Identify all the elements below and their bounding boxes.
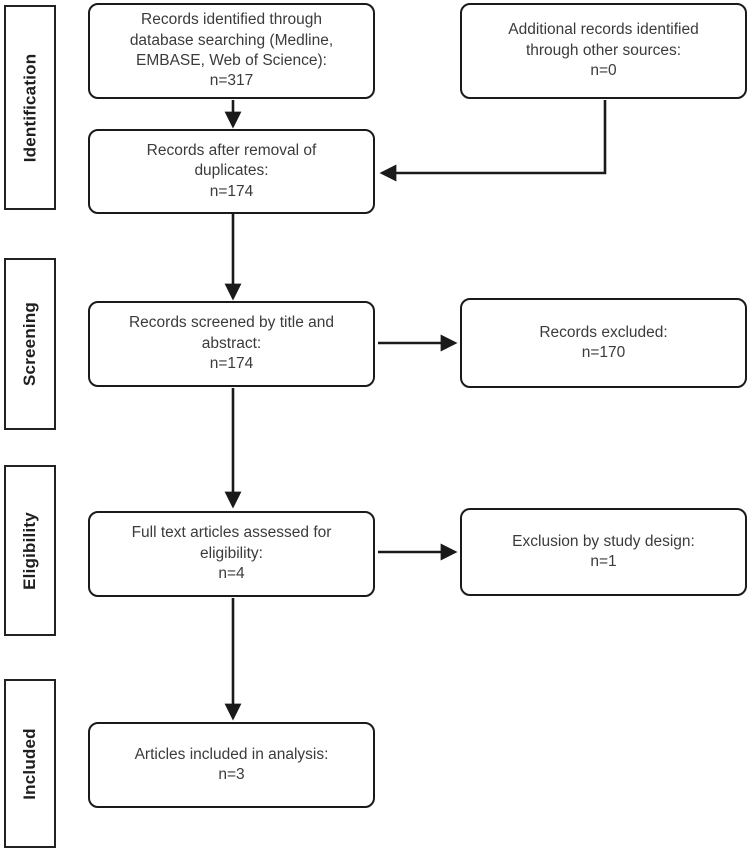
stage-box-screening: Screening xyxy=(4,258,56,430)
box-records-identified-text: Records identified through database sear… xyxy=(129,11,334,90)
stage-box-eligibility: Eligibility xyxy=(4,465,56,636)
box-fulltext-assessed: Full text articles assessed for eligibil… xyxy=(88,511,375,597)
box-articles-included: Articles included in analysis: n=3 xyxy=(88,722,375,808)
box-fulltext-assessed-text: Full text articles assessed for eligibil… xyxy=(131,524,332,583)
box-additional-records: Additional records identified through ot… xyxy=(460,3,747,99)
stage-label-identification: Identification xyxy=(20,53,40,162)
box-records-identified: Records identified through database sear… xyxy=(88,3,375,99)
box-additional-records-text: Additional records identified through ot… xyxy=(508,21,699,80)
stage-box-included: Included xyxy=(4,679,56,848)
box-records-excluded: Records excluded: n=170 xyxy=(460,298,747,388)
box-records-excluded-text: Records excluded: n=170 xyxy=(539,323,668,361)
box-articles-included-text: Articles included in analysis: n=3 xyxy=(134,745,329,783)
stage-label-screening: Screening xyxy=(20,302,39,386)
box-records-after-duplicates-text: Records after removal of duplicates: n=1… xyxy=(146,141,317,200)
box-exclusion-by-design: Exclusion by study design: n=1 xyxy=(460,508,747,596)
box-records-screened-text: Records screened by title and abstract: … xyxy=(128,314,335,373)
box-records-screened: Records screened by title and abstract: … xyxy=(88,301,375,387)
stage-box-identification: Identification xyxy=(4,5,56,210)
box-exclusion-by-design-text: Exclusion by study design: n=1 xyxy=(512,532,695,570)
box-records-after-duplicates: Records after removal of duplicates: n=1… xyxy=(88,129,375,214)
arrow-additional-to-deduplicated xyxy=(379,100,607,182)
stage-label-eligibility: Eligibility xyxy=(20,511,40,590)
stage-label-included: Included xyxy=(20,727,39,800)
